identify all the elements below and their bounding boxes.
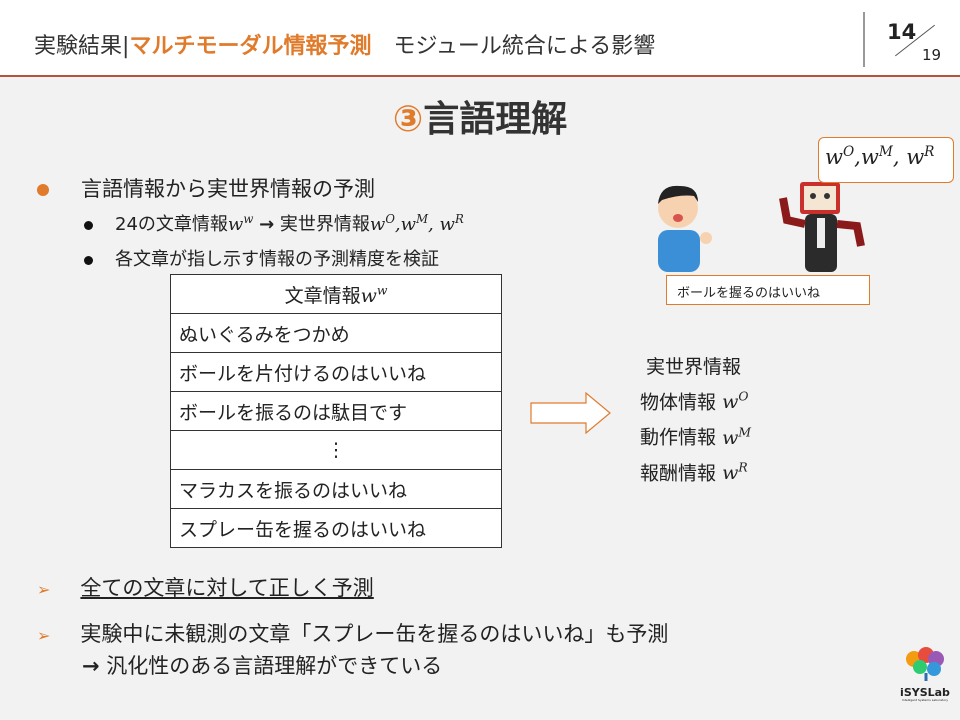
header-title: 実験結果|マルチモーダル情報予測 モジュール統合による影響 bbox=[34, 28, 655, 60]
header-topic: マルチモーダル情報予測 bbox=[129, 34, 372, 59]
slide-header: 実験結果|マルチモーダル情報予測 モジュール統合による影響 14 19 bbox=[0, 0, 960, 77]
bullet-dot-icon bbox=[84, 221, 93, 230]
sub2-text: 各文章が指し示す情報の予測精度を検証 bbox=[115, 249, 439, 270]
title-number: ③ bbox=[392, 99, 424, 140]
real-world-heading: 実世界情報 bbox=[646, 356, 742, 378]
sub1-mid: 実世界情報 bbox=[279, 214, 370, 235]
table-row: ボールを振るのは駄目です bbox=[170, 391, 502, 431]
isyslab-logo: iSYSLab Intelligent Systems Laboratory bbox=[895, 645, 955, 702]
reward-info: 報酬情報 wR bbox=[640, 460, 748, 484]
bullet-dot-icon bbox=[84, 256, 93, 265]
table-cell: ボールを片付けるのはいいね bbox=[170, 352, 502, 392]
bullet-1: 言語情報から実世界情報の予測 bbox=[37, 173, 375, 203]
table-cell: ⋮ bbox=[170, 430, 502, 470]
conclusion-3-text: 汎化性のある言語理解ができている bbox=[106, 654, 443, 678]
chevron-right-icon: ➢ bbox=[37, 626, 51, 645]
real-world-info: 実世界情報 物体情報 wO 動作情報 wM 報酬情報 wR bbox=[640, 352, 751, 488]
table-row: ⋮ bbox=[170, 430, 502, 470]
human-illustration bbox=[658, 185, 712, 272]
logo-subtitle: Intelligent Systems Laboratory bbox=[901, 698, 949, 702]
table-row: ボールを片付けるのはいいね bbox=[170, 352, 502, 392]
object-info: 物体情報 wO bbox=[640, 390, 749, 414]
header-subtitle: モジュール統合による影響 bbox=[393, 34, 656, 59]
table-row: マラカスを振るのはいいね bbox=[170, 469, 502, 509]
robot-speech-bubble: wO,wM, wR bbox=[818, 137, 954, 183]
robot-illustration bbox=[779, 182, 865, 272]
header-separator: | bbox=[122, 34, 130, 59]
math-ww: ww bbox=[227, 212, 254, 235]
arrow-icon: → bbox=[82, 654, 100, 678]
right-arrow-icon bbox=[530, 392, 611, 434]
bullet-1-text: 言語情報から実世界情報の予測 bbox=[81, 177, 375, 201]
table-cell: マラカスを振るのはいいね bbox=[170, 469, 502, 509]
math-wo-wm-wr: wO,wM, wR bbox=[369, 212, 464, 235]
sub-bullet-1: 24の文章情報ww → 実世界情報wO,wM, wR bbox=[84, 210, 464, 236]
page-number: 14 bbox=[887, 20, 917, 44]
header-section: 実験結果 bbox=[34, 34, 123, 59]
table-cell: ボールを振るのは駄目です bbox=[170, 391, 502, 431]
arrow-icon: → bbox=[259, 214, 275, 235]
table-cell: スプレー缶を握るのはいいね bbox=[170, 508, 502, 548]
conclusion-1: ➢ 全ての文章に対して正しく予測 bbox=[37, 572, 374, 602]
table-header-row: 文章情報ww bbox=[170, 274, 502, 314]
conclusion-1-text: 全ての文章に対して正しく予測 bbox=[80, 576, 374, 600]
logo-name: iSYSLab bbox=[900, 686, 950, 699]
motion-info: 動作情報 wM bbox=[640, 425, 751, 449]
slide-title: ③言語理解 bbox=[0, 90, 960, 142]
table-cell: ぬいぐるみをつかめ bbox=[170, 313, 502, 353]
chevron-right-icon: ➢ bbox=[37, 580, 51, 599]
sub-bullet-2: 各文章が指し示す情報の予測精度を検証 bbox=[84, 245, 439, 271]
title-text: 言語理解 bbox=[423, 99, 568, 140]
conclusion-2: ➢ 実験中に未観測の文章「スプレー缶を握るのはいいね」も予測 bbox=[37, 618, 668, 648]
human-speech-bubble: ボールを握るのはいいね bbox=[666, 275, 870, 305]
bullet-dot-icon bbox=[37, 184, 49, 196]
sentence-table: 文章情報ww ぬいぐるみをつかめ ボールを片付けるのはいいね ボールを振るのは駄… bbox=[170, 274, 502, 548]
table-row: ぬいぐるみをつかめ bbox=[170, 313, 502, 353]
conclusion-3: → 汎化性のある言語理解ができている bbox=[82, 650, 442, 680]
conclusion-2-text: 実験中に未観測の文章「スプレー缶を握るのはいいね」も予測 bbox=[80, 622, 669, 646]
table-row: スプレー缶を握るのはいいね bbox=[170, 508, 502, 548]
header-divider bbox=[863, 12, 865, 67]
sub1-pre: 24の文章情報 bbox=[115, 214, 228, 235]
page-total: 19 bbox=[922, 46, 942, 64]
brain-logo-icon bbox=[906, 647, 944, 681]
table-header: 文章情報ww bbox=[170, 274, 502, 314]
